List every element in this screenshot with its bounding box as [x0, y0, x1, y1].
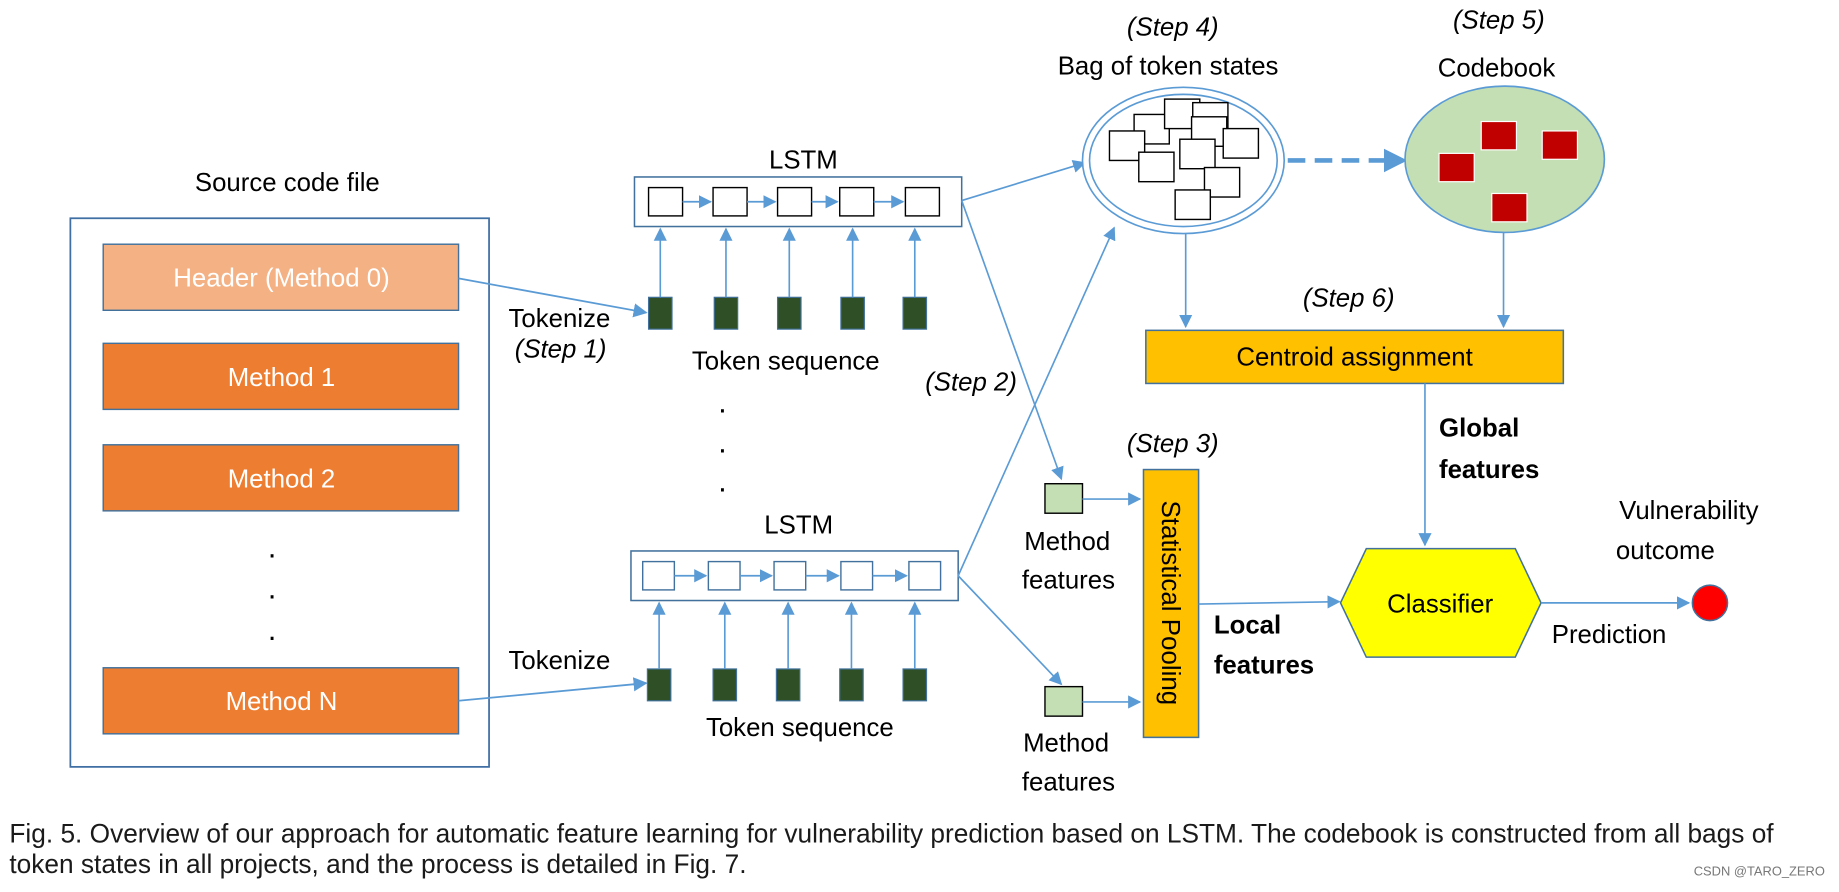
centroid-item	[1480, 120, 1518, 151]
token-block	[646, 668, 672, 702]
method-1-box	[102, 342, 460, 411]
token-block	[775, 668, 801, 702]
lstm-cell	[840, 560, 874, 591]
codebook-centroids	[1438, 120, 1579, 223]
lstm-bottom-cells	[641, 560, 942, 591]
pooling-to-classifier-arrow	[1198, 595, 1341, 609]
lstm-top-label: LSTM	[769, 147, 838, 175]
token-to-lstm-bottom-arrows	[652, 601, 922, 669]
lstm-bottom-to-method-features-arrow	[957, 575, 1063, 686]
token-block	[840, 296, 865, 330]
watermark: CSDN @TARO_ZERO	[1693, 864, 1825, 879]
token-state-squares	[1108, 98, 1260, 221]
token-sequence-top	[647, 296, 928, 330]
outcome-line2: outcome	[1616, 537, 1715, 565]
tokenize-label-top: Tokenize	[509, 305, 611, 333]
token-sequence-bottom	[646, 668, 928, 702]
source-ellipsis-2: ·	[267, 578, 277, 612]
token-state	[1179, 138, 1216, 170]
step4-label: (Step 4)	[1127, 13, 1219, 41]
step1-label: (Step 1)	[515, 335, 607, 363]
centroid-item	[1491, 192, 1528, 223]
tokenize-arrow-bottom	[458, 677, 648, 702]
method-2-box	[102, 444, 460, 512]
codebook-ellipse	[1404, 85, 1606, 234]
lstm-cell	[712, 186, 748, 217]
token-block	[902, 296, 928, 330]
lstm-cell	[776, 186, 813, 217]
outcome-line1: Vulnerability	[1619, 497, 1759, 525]
lstm-top-cells	[647, 186, 941, 217]
token-block	[776, 296, 802, 330]
lstm-top-to-method-features-arrow	[960, 200, 1064, 481]
token-state	[1174, 189, 1212, 221]
source-ellipsis-3: ·	[267, 619, 277, 653]
lstm-top-to-bag-arrow	[961, 159, 1087, 202]
step6-label: (Step 6)	[1303, 285, 1395, 313]
centroid-item	[1438, 152, 1475, 183]
token-state	[1222, 127, 1260, 159]
token-block	[647, 296, 673, 330]
codebook-title: Codebook	[1438, 55, 1556, 83]
lstm-cell	[839, 186, 875, 217]
lstm-cell	[908, 560, 942, 591]
statistical-pooling-box	[1142, 468, 1200, 739]
source-ellipsis-1: ·	[267, 537, 277, 571]
lstm-cell	[904, 186, 941, 217]
local-features-line2: features	[1214, 652, 1314, 680]
token-block	[839, 668, 864, 702]
method-features-bottom-line1: Method	[1023, 729, 1109, 757]
source-panel-frame	[69, 217, 490, 768]
step5-label: (Step 5)	[1453, 6, 1545, 34]
method-1-label: Method 1	[228, 364, 336, 392]
local-features-line1: Local	[1214, 611, 1281, 639]
method-feature-bottom	[1044, 685, 1084, 717]
lstm-cell	[707, 560, 741, 591]
token-state	[1138, 151, 1175, 183]
method-features-top-line1: Method	[1024, 528, 1110, 556]
centroid-item	[1541, 130, 1579, 160]
method-feature-top	[1044, 483, 1084, 514]
centroid-assignment-label: Centroid assignment	[1236, 344, 1472, 372]
method-2-label: Method 2	[228, 465, 336, 493]
tokenize-label-bottom: Tokenize	[509, 647, 611, 675]
bag-title: Bag of token states	[1058, 52, 1279, 80]
step3-label: (Step 3)	[1127, 430, 1219, 458]
method-features-top-line2: features	[1022, 567, 1115, 595]
token-to-lstm-top-arrows	[653, 227, 922, 298]
lstm-bottom-label: LSTM	[764, 511, 833, 539]
statistical-pooling-label: Statistical Pooling	[1156, 501, 1184, 706]
token-sequence-top-label: Token sequence	[692, 347, 880, 375]
lstm-bottom-to-bag-arrow	[957, 226, 1116, 577]
header-method-label: Header (Method 0)	[173, 265, 389, 293]
header-method-box	[102, 243, 460, 311]
centroid-assignment-box	[1145, 329, 1565, 385]
classifier-label: Classifier	[1387, 590, 1493, 618]
lstm-cell	[647, 186, 684, 217]
token-sequence-bottom-label: Token sequence	[706, 714, 894, 742]
prediction-label: Prediction	[1552, 621, 1667, 649]
source-panel-title: Source code file	[195, 169, 380, 197]
middle-ellipsis-1: ·	[717, 392, 727, 426]
global-features-line1: Global	[1439, 414, 1519, 442]
method-n-box	[102, 667, 460, 735]
global-features-line2: features	[1439, 456, 1539, 484]
token-block	[712, 668, 738, 702]
middle-ellipsis-3: ·	[717, 471, 727, 505]
method-n-label: Method N	[226, 688, 338, 716]
lstm-cell	[641, 560, 676, 591]
vulnerability-outcome-dot	[1691, 584, 1729, 622]
middle-ellipsis-2: ·	[717, 432, 727, 466]
figure-caption: Fig. 5. Overview of our approach for aut…	[9, 818, 1774, 879]
tokenize-arrow-top	[458, 277, 648, 318]
token-block	[902, 668, 928, 702]
token-block	[713, 296, 739, 330]
method-features-bottom-line2: features	[1022, 768, 1115, 796]
step2-label: (Step 2)	[925, 368, 1017, 396]
lstm-cell	[773, 560, 807, 591]
